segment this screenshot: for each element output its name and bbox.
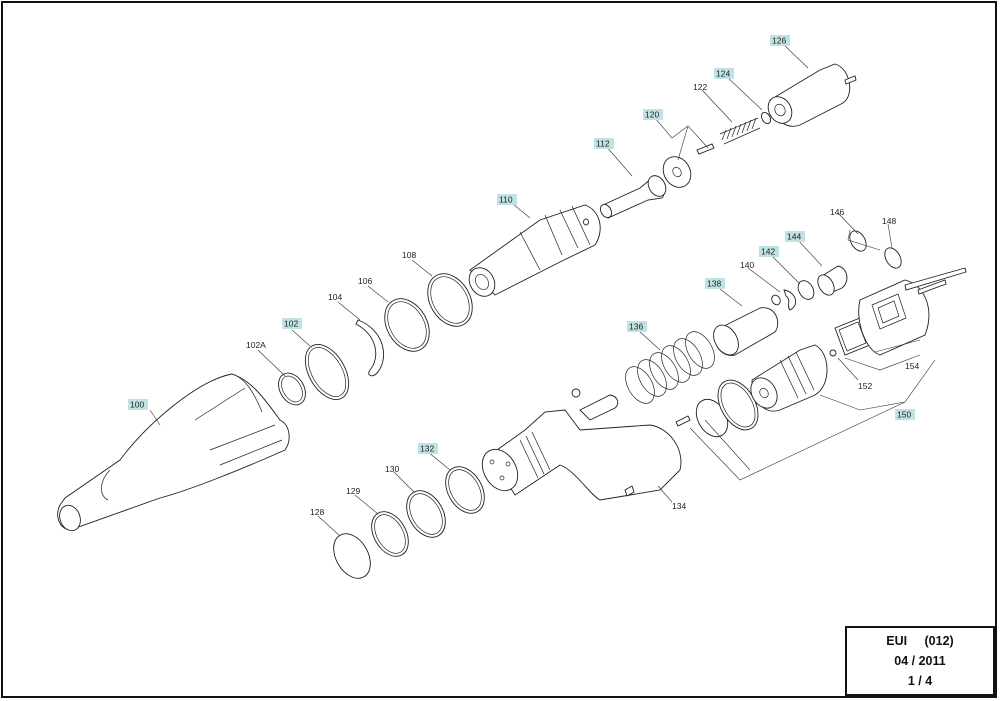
label-140[interactable]: 140: [740, 260, 754, 270]
part-130-ring[interactable]: [399, 484, 453, 544]
label-144[interactable]: 144: [787, 232, 801, 242]
title-block-date: 04 / 2011: [894, 654, 946, 668]
label-152[interactable]: 152: [858, 381, 872, 391]
label-108[interactable]: 108: [402, 250, 416, 260]
leader-lines: [149, 42, 893, 537]
part-100-sleeve[interactable]: [56, 373, 290, 534]
label-102[interactable]: 102: [284, 319, 298, 329]
label-126[interactable]: 126: [772, 36, 786, 46]
label-120[interactable]: 120: [645, 110, 659, 120]
part-150-valve-assembly[interactable]: [675, 344, 828, 442]
part-labels: 100 102 102A 104 106 108 110 112 120 122…: [128, 35, 919, 517]
label-138[interactable]: 138: [707, 279, 721, 289]
label-134[interactable]: 134: [672, 501, 686, 511]
part-124-washer[interactable]: [760, 111, 773, 125]
part-138-tappet[interactable]: [708, 294, 781, 360]
label-110[interactable]: 110: [499, 195, 513, 205]
label-150[interactable]: 150: [897, 410, 911, 420]
label-104[interactable]: 104: [328, 292, 342, 302]
title-block-model: EUI (012): [886, 634, 954, 648]
label-146[interactable]: 146: [830, 207, 844, 217]
part-134-lower-body[interactable]: [475, 388, 682, 501]
label-142[interactable]: 142: [761, 247, 775, 257]
part-122-spring[interactable]: [719, 117, 761, 145]
part-108-ring[interactable]: [419, 266, 482, 334]
label-128[interactable]: 128: [310, 507, 324, 517]
label-122[interactable]: 122: [693, 82, 707, 92]
title-block: EUI (012) 04 / 2011 1 / 4: [845, 626, 995, 696]
part-106-ring[interactable]: [376, 291, 439, 359]
label-132[interactable]: 132: [420, 444, 434, 454]
part-104-snap-ring[interactable]: [355, 319, 385, 377]
part-132-ring[interactable]: [438, 460, 492, 520]
part-154-control-module[interactable]: [858, 267, 967, 356]
part-120-guide[interactable]: [658, 143, 715, 192]
label-100[interactable]: 100: [130, 400, 144, 410]
label-124[interactable]: 124: [716, 69, 730, 79]
label-130[interactable]: 130: [385, 464, 399, 474]
label-154[interactable]: 154: [905, 361, 919, 371]
part-110-injector-body[interactable]: [464, 204, 601, 301]
grouping-lines: [671, 125, 936, 481]
label-112[interactable]: 112: [596, 139, 610, 149]
part-102-ring[interactable]: [296, 337, 357, 407]
part-129-ring[interactable]: [364, 505, 416, 563]
part-142-ring[interactable]: [795, 278, 817, 302]
part-146-ring[interactable]: [846, 228, 869, 254]
part-112-plunger[interactable]: [598, 172, 669, 219]
label-148[interactable]: 148: [882, 216, 896, 226]
title-block-page: 1 / 4: [907, 674, 933, 688]
part-126-actuator[interactable]: [763, 63, 857, 128]
part-102a-ring[interactable]: [273, 368, 311, 409]
label-106[interactable]: 106: [358, 276, 372, 286]
part-128-snap-ring[interactable]: [326, 527, 378, 585]
label-102a[interactable]: 102A: [246, 340, 266, 350]
label-136[interactable]: 136: [629, 322, 643, 332]
part-144-sleeve[interactable]: [814, 265, 848, 298]
part-140-clip[interactable]: [783, 289, 797, 311]
label-129[interactable]: 129: [346, 486, 360, 496]
part-148-ring[interactable]: [881, 245, 904, 271]
part-136-spring[interactable]: [620, 327, 721, 409]
